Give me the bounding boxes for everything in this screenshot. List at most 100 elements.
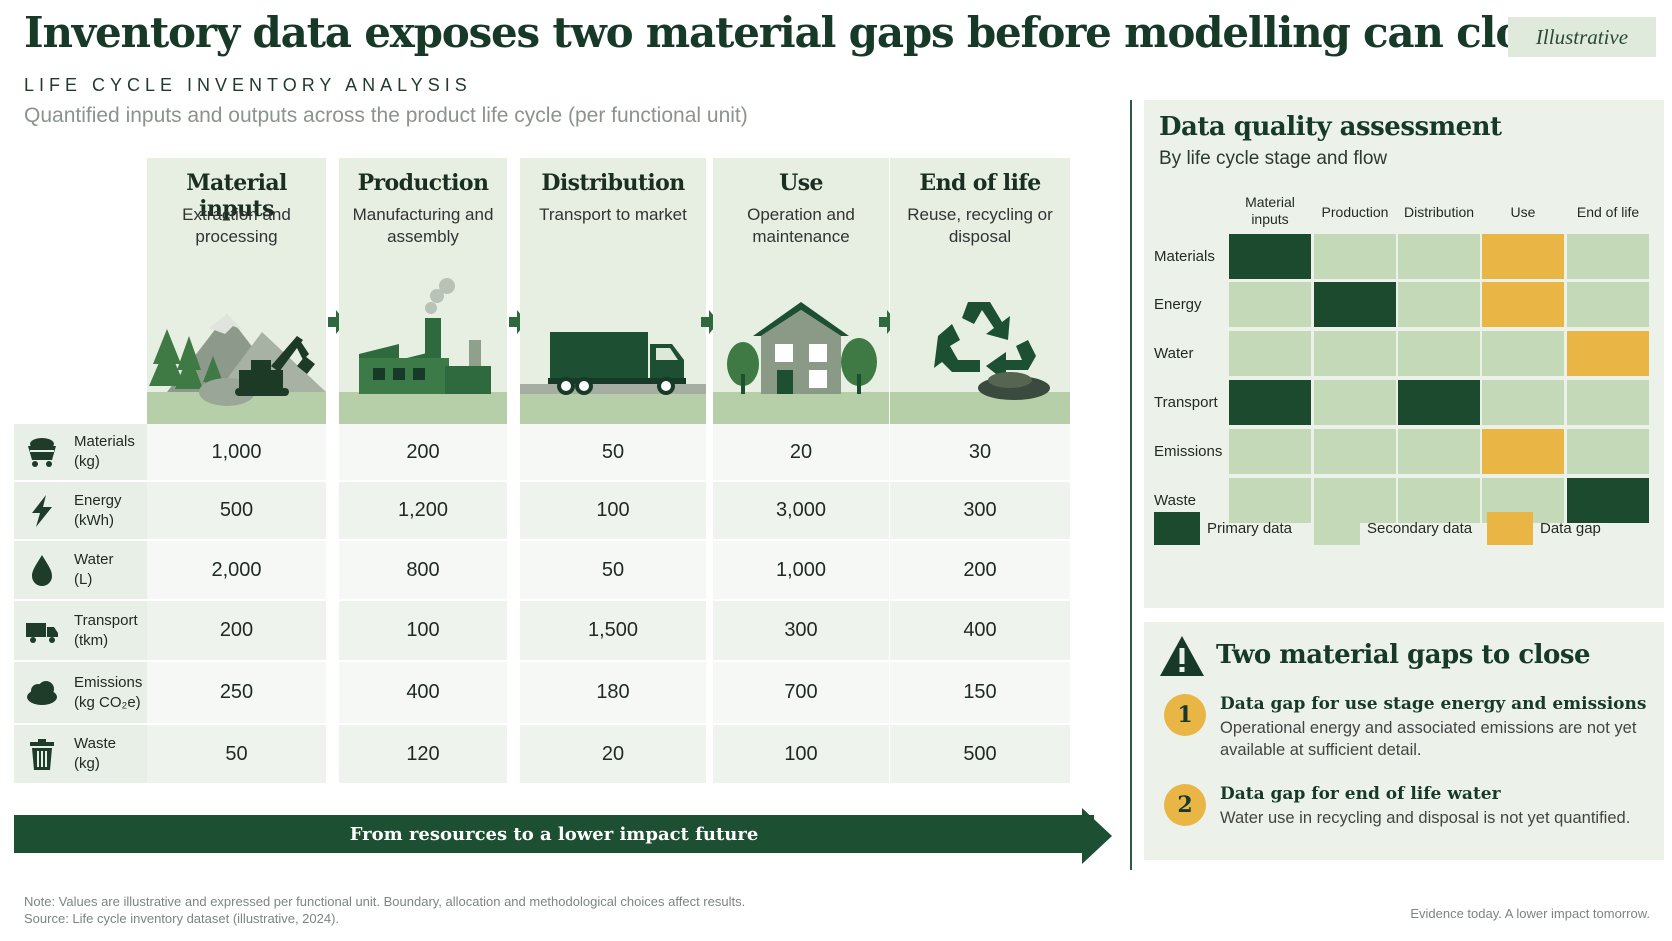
flow-unit: (kg CO₂e) <box>74 693 141 711</box>
table-cell: 50 <box>520 541 706 599</box>
legend-label: Data gap <box>1540 520 1601 537</box>
table-cell: 50 <box>520 424 706 480</box>
legend-label: Secondary data <box>1367 520 1473 537</box>
gaps-title: Two material gaps to close <box>1216 640 1591 670</box>
table-cell: 30 <box>890 424 1070 480</box>
row-header-waste: Waste(kg) <box>14 725 151 783</box>
dq-cell-secondary <box>1567 429 1649 474</box>
table-cell: 50 <box>147 725 326 783</box>
gap-heading: Data gap for use stage energy and emissi… <box>1220 694 1647 714</box>
recycle-icon <box>934 302 1050 400</box>
table-cell: 100 <box>520 482 706 539</box>
legend-swatch-secondary <box>1314 512 1360 545</box>
dq-cell-secondary <box>1229 282 1311 327</box>
flow-name: Emissions <box>74 673 143 691</box>
stage-desc: Transport to market <box>539 205 687 224</box>
flow-name: Transport <box>74 611 138 629</box>
table-cell: 200 <box>339 424 507 480</box>
dq-column-header: Use <box>1510 204 1536 220</box>
dq-cell-secondary <box>1567 282 1649 327</box>
dq-cell-gap <box>1567 331 1649 376</box>
table-cell: 800 <box>339 541 507 599</box>
row-label: Waste(kg) <box>74 734 116 774</box>
arrow-right-icon <box>509 310 527 334</box>
row-header-transport: Transport (tkm) <box>14 601 151 660</box>
table-cell: 100 <box>713 725 889 783</box>
flow-unit: (kg) <box>74 453 100 470</box>
arrow-right-icon <box>879 310 897 334</box>
gap-body: Water use in recycling and disposal is n… <box>1220 809 1631 827</box>
dq-row-label: Transport <box>1154 394 1218 411</box>
table-cell: 500 <box>147 482 326 539</box>
cloud-icon <box>24 675 60 711</box>
row-header-water: Water (L) <box>14 541 151 599</box>
house-icon <box>727 302 877 394</box>
data-quality-panel: Data quality assessment By life cycle st… <box>1144 100 1664 608</box>
dq-row-label: Emissions <box>1154 443 1223 460</box>
dq-column-header: End of life <box>1576 204 1640 220</box>
table-cell: 300 <box>890 482 1070 539</box>
dq-cell-gap <box>1482 429 1564 474</box>
stage-use: Use Operation and maintenance <box>713 158 889 424</box>
dq-row-label: Water <box>1154 345 1194 362</box>
stage-desc: Reuse, recycling or disposal <box>907 205 1053 246</box>
table-cell: 120 <box>339 725 507 783</box>
dq-cell-secondary <box>1398 234 1480 279</box>
stage-desc: Extraction and processing <box>182 205 291 246</box>
flow-unit: (L) <box>74 571 93 588</box>
table-cell: 2,000 <box>147 541 326 599</box>
banner-text: From resources to a lower impact future <box>349 823 759 845</box>
factory-icon <box>359 278 491 394</box>
dq-cell-secondary <box>1482 380 1564 425</box>
vertical-divider <box>1130 100 1132 870</box>
dq-cell-gap <box>1482 234 1564 279</box>
stage-end-of-life: End of life Reuse, recycling or disposal <box>890 158 1070 424</box>
mountain-excavator-icon <box>149 314 326 406</box>
note-text: Note: Values are illustrative and expres… <box>24 894 746 909</box>
arrow-right-icon <box>701 310 719 334</box>
dq-cell-primary <box>1229 380 1311 425</box>
stage-distribution: Distribution Transport to market <box>520 158 706 424</box>
water-drop-icon <box>24 552 60 588</box>
stage-name: End of life <box>919 170 1041 196</box>
dq-column-header: Distribution <box>1403 204 1475 220</box>
dq-cell-primary <box>1567 478 1649 523</box>
dq-column-header: Production <box>1321 204 1389 220</box>
dq-cell-secondary <box>1314 234 1396 279</box>
table-cell: 300 <box>713 601 889 660</box>
dq-cell-secondary <box>1567 234 1649 279</box>
row-header-emissions: Emissions (kg CO₂e) <box>14 662 151 723</box>
row-label: Transport (tkm) <box>74 611 138 651</box>
flow-name: Waste <box>74 735 116 752</box>
table-cell: 150 <box>890 662 1070 723</box>
gap-number-badge: 2 <box>1164 784 1206 826</box>
dq-cell-secondary <box>1398 429 1480 474</box>
truck-icon <box>24 613 60 649</box>
stage-desc: Operation and maintenance <box>747 205 855 246</box>
row-header-materials: Materials(kg) <box>14 424 151 480</box>
table-cell: 100 <box>339 601 507 660</box>
dq-cell-secondary <box>1398 282 1480 327</box>
illustrative-badge: Illustrative <box>1508 17 1656 57</box>
dq-cell-gap <box>1482 282 1564 327</box>
stage-name: Distribution <box>541 170 685 196</box>
dq-row-label: Materials <box>1154 248 1215 265</box>
trash-icon <box>24 736 60 772</box>
page-subtitle: Quantified inputs and outputs across the… <box>24 104 748 127</box>
table-cell: 3,000 <box>713 482 889 539</box>
flow-name: Water <box>74 551 114 568</box>
flow-unit: (kWh) <box>74 511 114 529</box>
banner-arrow <box>14 815 1094 853</box>
stage-name: Production <box>357 170 489 196</box>
dq-subtitle: By life cycle stage and flow <box>1159 148 1388 169</box>
row-label: Water (L) <box>74 550 113 590</box>
legend-label: Primary data <box>1207 520 1293 537</box>
gap-body: Operational energy and associated emissi… <box>1220 719 1637 759</box>
flow-unit: (tkm) <box>74 631 109 649</box>
section-eyebrow: LIFE CYCLE INVENTORY ANALYSIS <box>24 75 472 95</box>
stage-desc: Manufacturing and assembly <box>352 205 494 246</box>
legend-swatch-gap <box>1487 512 1533 545</box>
table-cell: 500 <box>890 725 1070 783</box>
dq-cell-secondary <box>1314 429 1396 474</box>
table-cell: 20 <box>713 424 889 480</box>
